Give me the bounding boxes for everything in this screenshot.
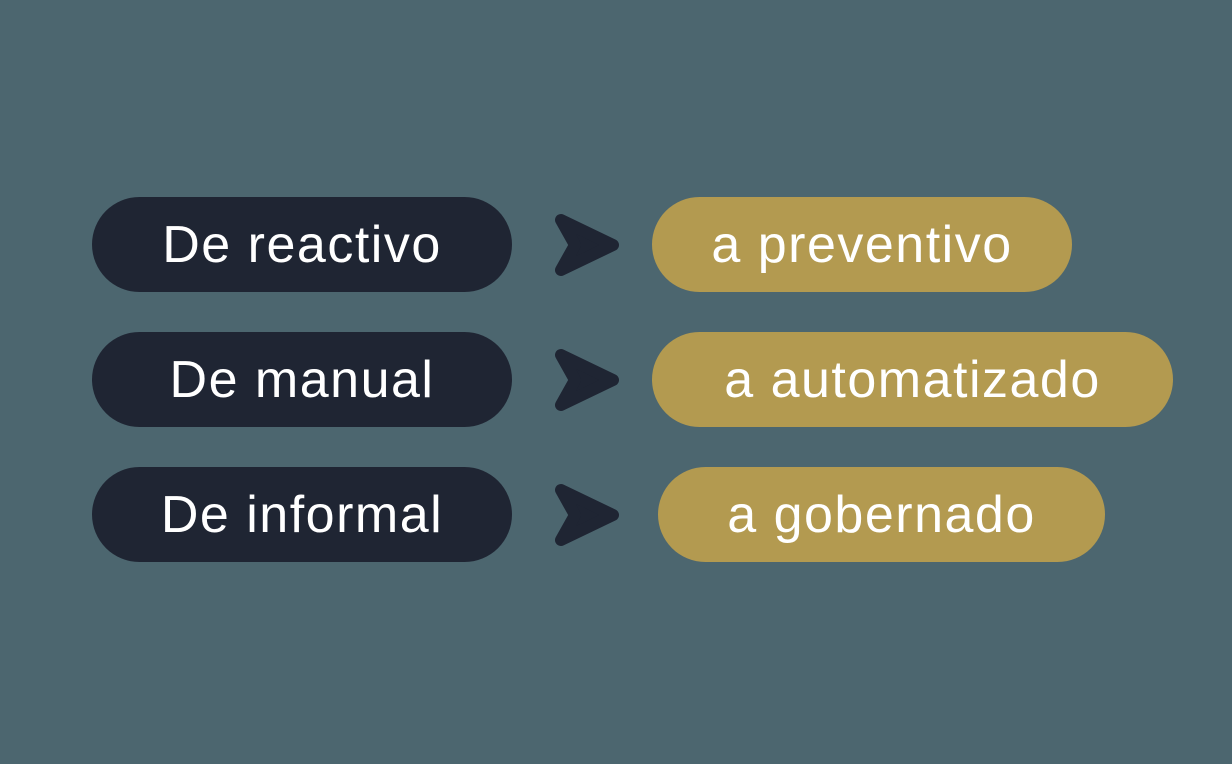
from-pill: De manual xyxy=(92,332,512,427)
from-pill: De reactivo xyxy=(92,197,512,292)
to-pill: a gobernado xyxy=(658,467,1105,562)
from-pill-label: De informal xyxy=(160,485,444,544)
to-pill-label: a automatizado xyxy=(724,350,1101,409)
chevron-right-icon xyxy=(555,349,619,411)
to-pill: a preventivo xyxy=(652,197,1072,292)
chevron-right-icon xyxy=(555,214,619,276)
to-pill-label: a preventivo xyxy=(711,215,1013,274)
to-pill-label: a gobernado xyxy=(727,485,1036,544)
to-pill: a automatizado xyxy=(652,332,1173,427)
chevron-right-icon xyxy=(555,484,619,546)
from-pill-label: De manual xyxy=(169,350,435,409)
from-pill: De informal xyxy=(92,467,512,562)
from-pill-label: De reactivo xyxy=(162,215,442,274)
